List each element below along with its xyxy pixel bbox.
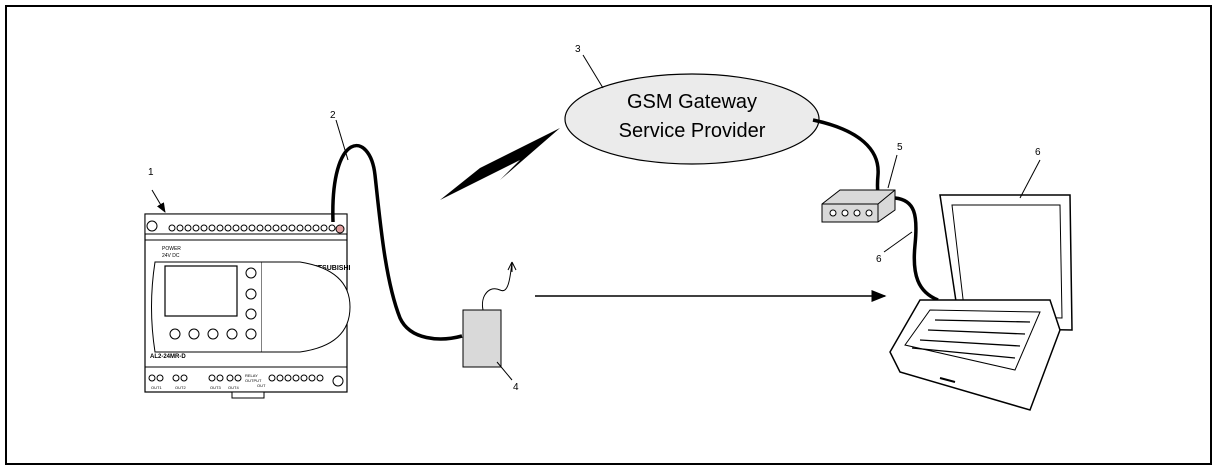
plc-power-label-1: POWER bbox=[162, 246, 181, 252]
plc-top-terminals bbox=[146, 220, 345, 234]
plc-model-label: AL2-24MR-D bbox=[150, 354, 186, 360]
plc-din-clip bbox=[231, 391, 265, 399]
callout-4: 4 bbox=[513, 382, 519, 393]
plc-brand-label: MITSUBISHI bbox=[310, 265, 351, 272]
router-to-laptop-cable bbox=[894, 196, 939, 302]
diagram-svg: POWER 24V DC MITSUBISHI AL2-24MR-D bbox=[144, 44, 1073, 411]
gsm-modem-antenna-cable bbox=[481, 261, 513, 311]
callout-3-leader bbox=[582, 54, 604, 89]
gsm-gateway: GSM Gateway Service Provider bbox=[564, 73, 820, 165]
gsm-modem-body bbox=[462, 309, 502, 368]
callout-6: 6 bbox=[1035, 147, 1041, 158]
diagram-canvas: POWER 24V DC MITSUBISHI AL2-24MR-D bbox=[5, 5, 1212, 465]
callout-3: 3 bbox=[575, 44, 581, 55]
laptop-keyboard bbox=[904, 309, 1041, 371]
plc-to-modem-cable bbox=[331, 143, 463, 341]
plc-lcd-screen bbox=[164, 265, 238, 317]
plc-out1-label: OUT1 bbox=[151, 385, 162, 390]
callout-laptop-cable: 6 bbox=[876, 254, 882, 265]
gsm-modem: 4 bbox=[462, 261, 519, 393]
plc-keypad bbox=[169, 267, 257, 340]
router-box bbox=[821, 189, 896, 223]
laptop-screen bbox=[951, 204, 1063, 319]
gateway-line-2: Service Provider bbox=[619, 120, 766, 142]
plc-relay-label-3: OUT bbox=[257, 383, 266, 388]
laptop bbox=[889, 194, 1073, 411]
plc-out3-label: OUT3 bbox=[210, 385, 221, 390]
plc-relay-label-2: OUTPUT bbox=[245, 378, 262, 383]
plc-bottom-terminals bbox=[148, 374, 344, 387]
callout-2: 2 bbox=[330, 110, 336, 121]
gateway-ellipse bbox=[564, 73, 820, 165]
callout-1: 1 bbox=[148, 167, 154, 178]
gateway-line-1: GSM Gateway bbox=[627, 91, 757, 113]
plc-out2-label: OUT2 bbox=[175, 385, 186, 390]
gsm-modem-antenna bbox=[507, 261, 517, 272]
wireless-signal-bolt bbox=[440, 128, 560, 200]
callout-5: 5 bbox=[897, 142, 903, 153]
callout-2-leader bbox=[335, 119, 349, 161]
plc-out4-label: OUT4 bbox=[228, 385, 239, 390]
plc-relay-label-1: RELAY bbox=[245, 373, 258, 378]
plc-controller: POWER 24V DC MITSUBISHI AL2-24MR-D bbox=[144, 213, 351, 399]
plc-power-label-2: 24V DC bbox=[162, 253, 180, 259]
